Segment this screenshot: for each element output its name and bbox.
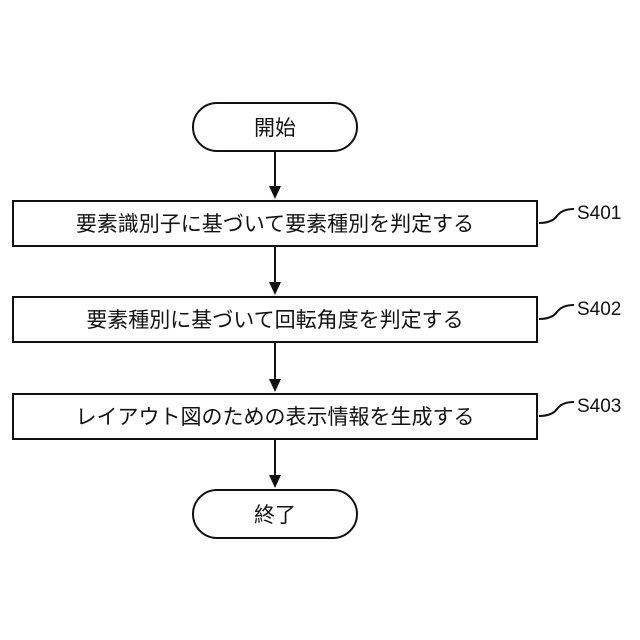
start-label: 開始 [254,116,296,140]
arrow-s403-to-end [269,439,281,488]
process-label-s402: 要素種別に基づいて回転角度を判定する [86,308,463,332]
step-id-s401: S401 [577,203,621,224]
step-leader-s401 [539,209,574,223]
process-step-s401: 要素識別子に基づいて要素種別を判定する S401 [13,201,621,246]
end-label: 終了 [254,503,296,527]
end-terminator: 終了 [193,490,357,538]
process-label-s401: 要素識別子に基づいて要素種別を判定する [76,212,474,236]
step-leader-s403 [539,402,574,416]
step-leader-s402 [539,305,574,319]
process-step-s402: 要素種別に基づいて回転角度を判定する S402 [13,297,621,342]
arrow-s401-to-s402 [269,246,281,295]
arrow-start-to-s401 [269,151,281,199]
step-id-s402: S402 [577,299,621,320]
arrow-s402-to-s403 [269,342,281,392]
process-label-s403: レイアウト図のための表示情報を生成する [76,405,475,429]
arrowhead [269,282,281,295]
arrowhead [269,186,281,199]
start-terminator: 開始 [193,103,357,151]
arrowhead [269,379,281,392]
arrowhead [269,475,281,488]
step-id-s403: S403 [577,396,621,417]
process-step-s403: レイアウト図のための表示情報を生成する S403 [13,394,621,439]
